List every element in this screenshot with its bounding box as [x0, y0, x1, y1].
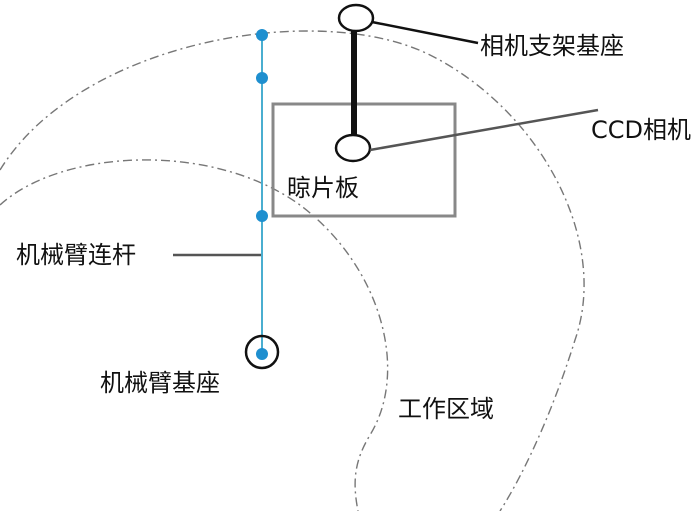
arm-joint: [256, 348, 268, 360]
camera-mount-base-label: 相机支架基座: [480, 32, 624, 60]
arm-joint: [256, 72, 268, 84]
work-area-outer-boundary: [0, 30, 585, 511]
camera-mount-base: [337, 3, 375, 33]
arm-base-ring: [244, 334, 280, 370]
leader-camera-mount-base: [371, 20, 479, 45]
arm-base-label: 机械臂基座: [100, 369, 220, 397]
arm-joint: [256, 29, 268, 41]
work-area-inner-boundary: [0, 159, 389, 511]
leader-ccd-camera: [369, 108, 599, 152]
work-area-label: 工作区域: [398, 395, 494, 423]
drying-plate: [271, 102, 457, 218]
drying-plate-label: 晾片板: [287, 174, 359, 202]
ccd-camera: [334, 133, 372, 163]
arm-joint: [256, 210, 268, 222]
arm-link-label: 机械臂连杆: [16, 241, 136, 269]
ccd-camera-label: CCD相机: [591, 116, 691, 144]
